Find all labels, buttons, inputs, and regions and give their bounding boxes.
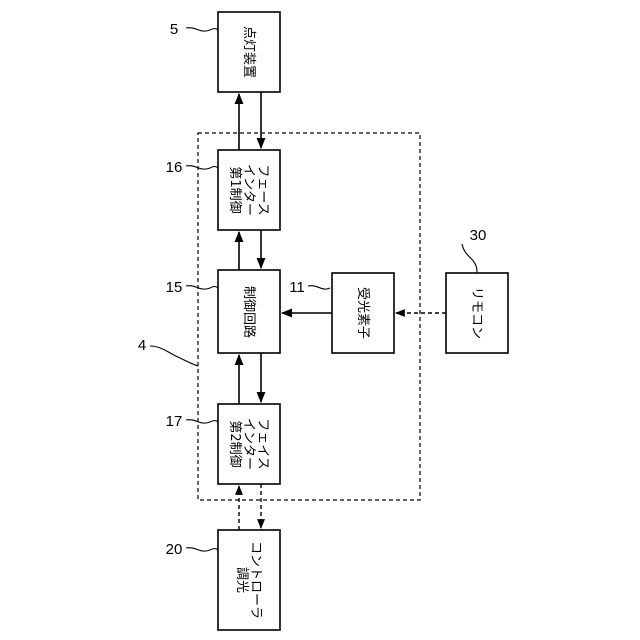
ref-first-interface: 16 [166, 159, 183, 176]
leader-17 [186, 420, 218, 423]
lighting-device-label: 点灯装置 [241, 26, 256, 78]
ref-control-circuit: 15 [166, 279, 183, 296]
leader-30 [462, 244, 477, 273]
first-interface-label-2: インター [241, 164, 256, 216]
first-interface-label-1: 第1制御 [227, 166, 242, 213]
ref-dimming-controller: 20 [166, 541, 183, 558]
dimming-controller-label-2: コントローラ [248, 541, 263, 619]
ref-remote-control: 30 [470, 227, 487, 244]
remote-control-label: リモコン [469, 287, 484, 339]
leader-5 [186, 28, 218, 31]
second-interface-label-2: インター [241, 418, 256, 470]
ref-system: 4 [138, 337, 146, 354]
first-interface-label-3: フェース [255, 164, 270, 215]
leader-15 [186, 286, 218, 289]
leader-4 [150, 346, 198, 366]
control-circuit-label: 制御回路 [241, 286, 257, 338]
leader-11 [308, 286, 330, 289]
second-interface-label-3: フェイス [255, 418, 270, 470]
dimming-controller-label-1: 調光 [234, 567, 249, 593]
ref-lighting-device: 5 [170, 21, 178, 38]
leader-20 [186, 548, 218, 551]
ref-light-receiver: 11 [289, 279, 305, 296]
light-receiver-label: 受光素子 [355, 287, 370, 339]
ref-second-interface: 17 [166, 413, 183, 430]
leader-16 [186, 166, 218, 169]
second-interface-label-1: 第2制御 [227, 420, 242, 467]
